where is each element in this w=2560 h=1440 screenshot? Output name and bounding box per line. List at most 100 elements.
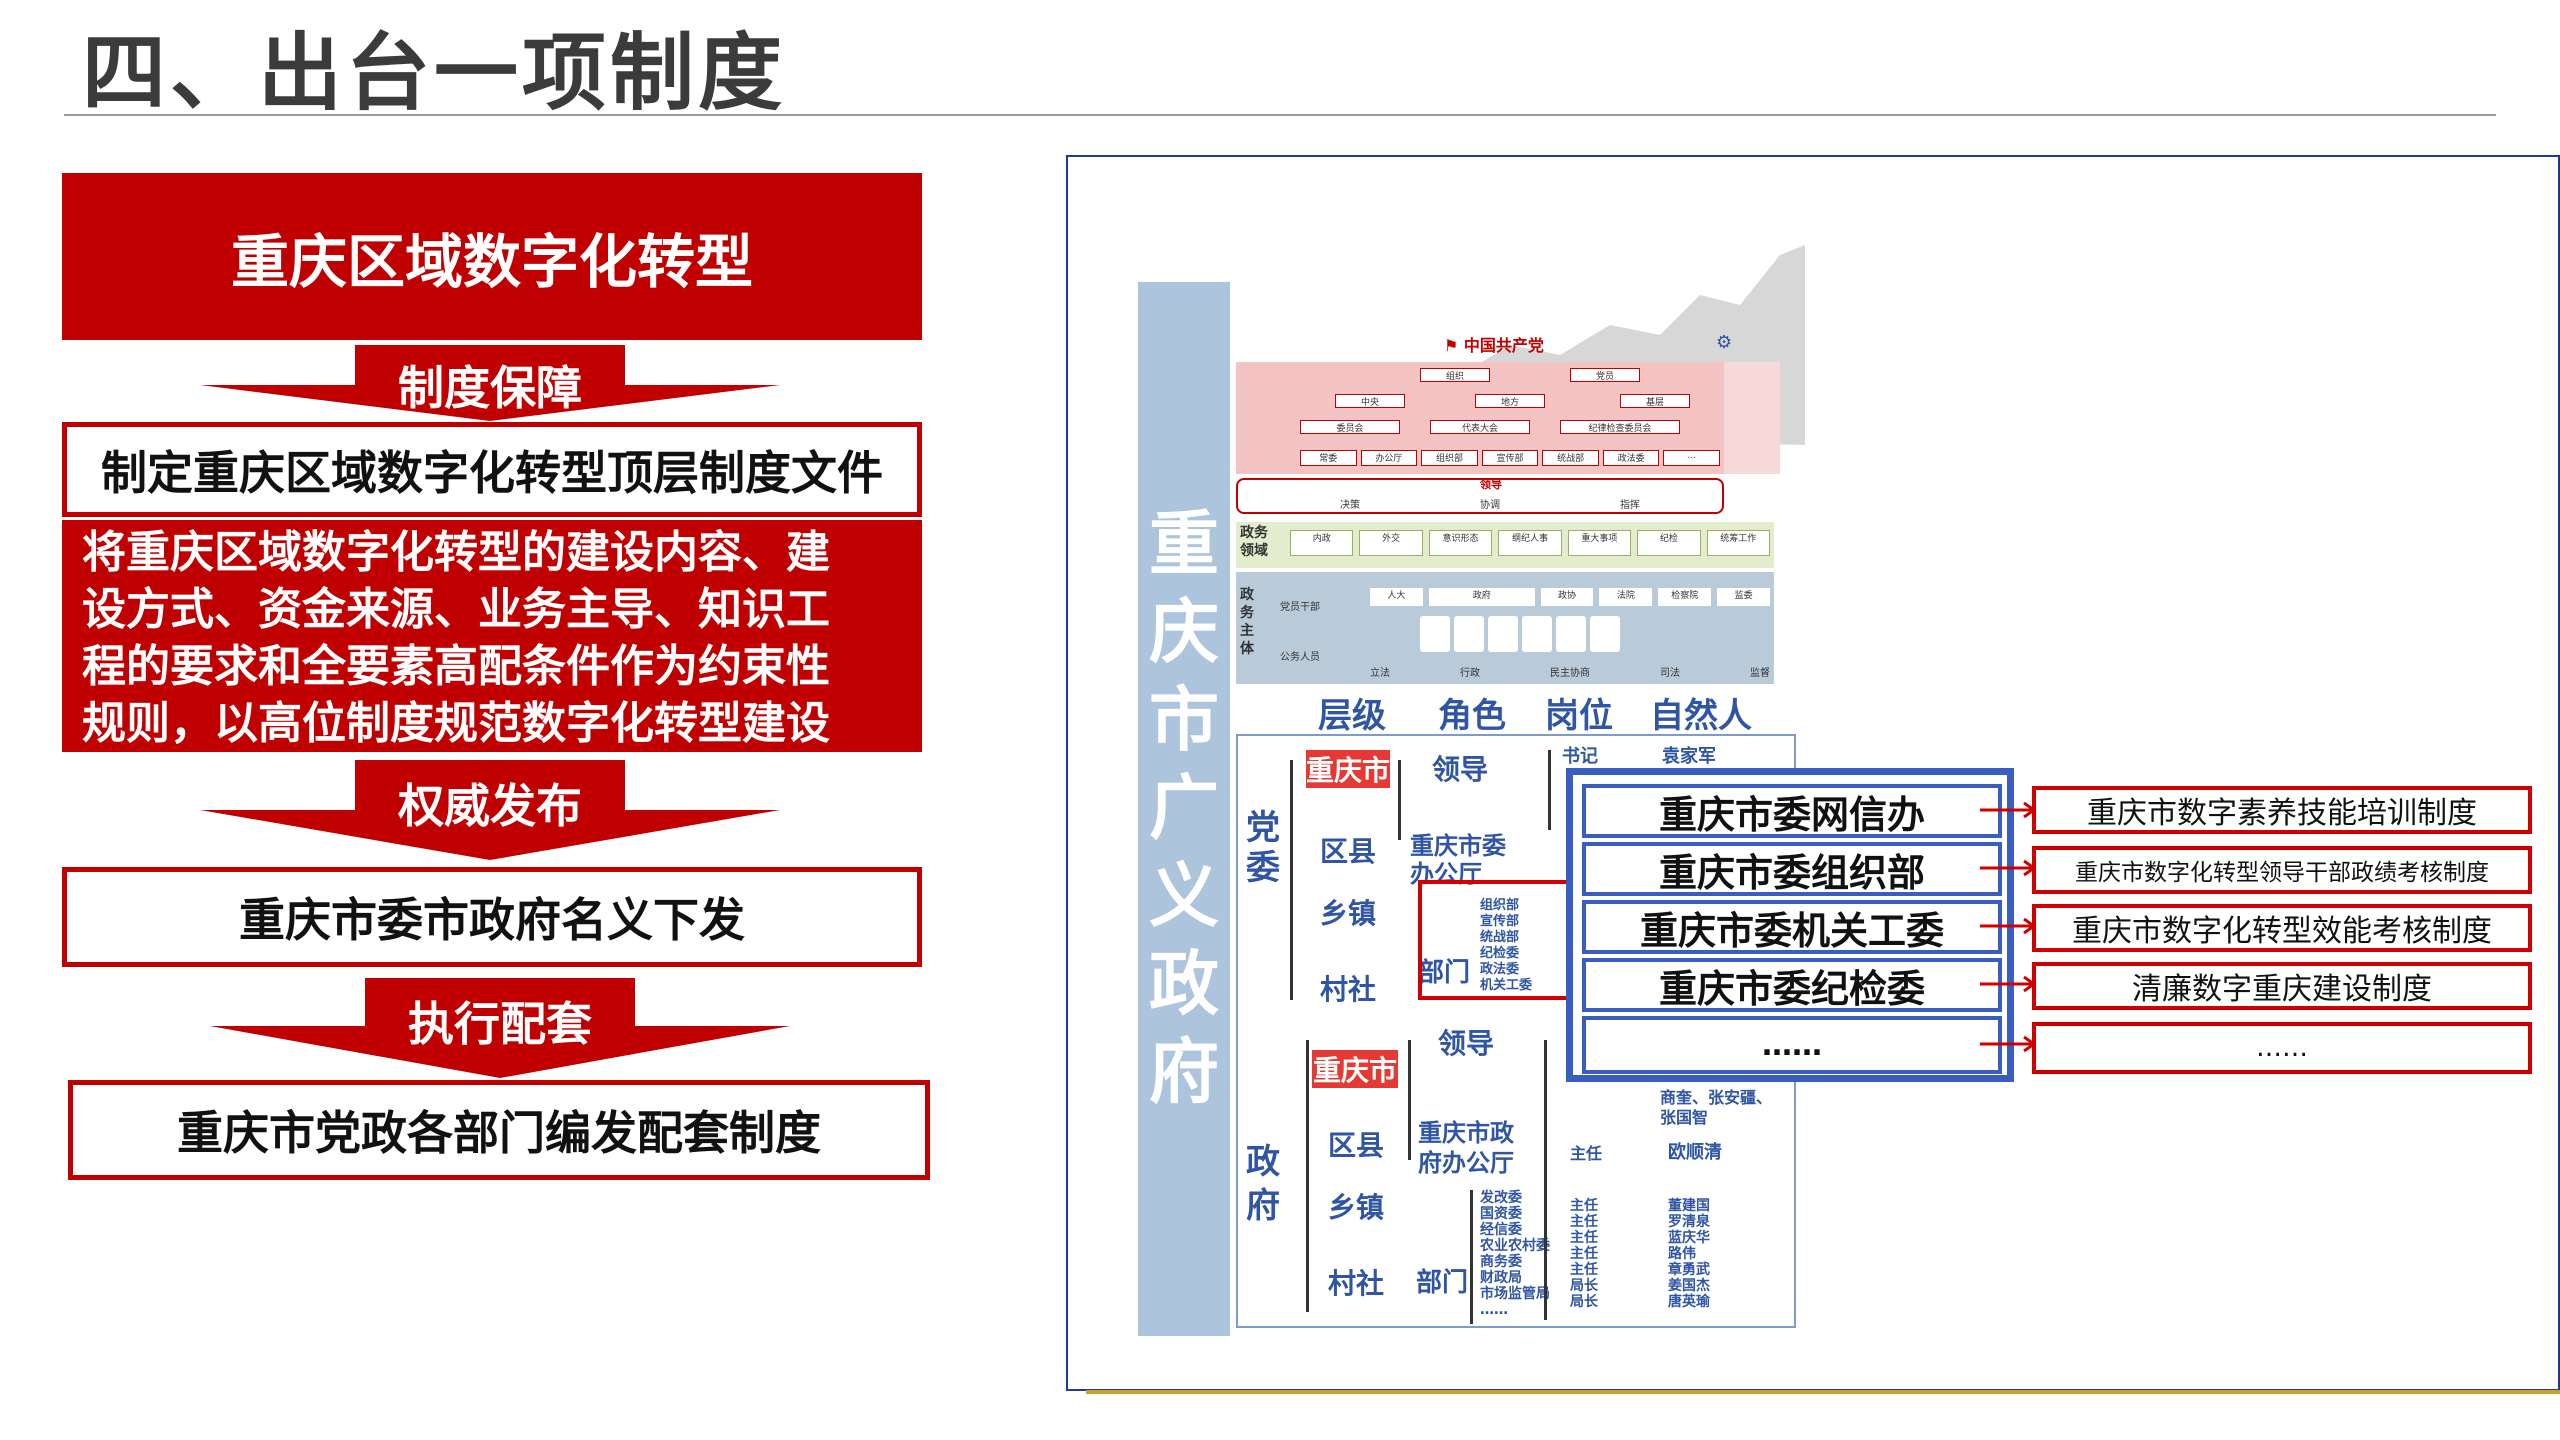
gov-dept-role: 部门 [1416,1268,1469,1298]
gov-subject-item: 检察院 [1658,588,1712,606]
gov-dept-bracket [1470,1190,1473,1324]
vertical-band [1138,282,1230,1336]
gov-subject-bottom-item: 行政 [1460,668,1480,679]
gov-level-city: 重庆市 [1312,1050,1398,1088]
gov-dept-post: 主任 [1570,1230,1598,1246]
arrow-down-2 [200,760,780,860]
col-header-post: 岗位 [1545,696,1613,736]
flag-icon: ⚑ [1444,336,1459,355]
callout-unit: 重庆市委组织部 [1582,842,2002,896]
banner: 重庆区域数字化转型 [62,173,922,340]
gov-subject-cells [1420,616,1620,652]
vt-char: 重 [1149,503,1219,585]
gov-field-item: 意识形态 [1428,530,1493,556]
org-node: 政法委 [1602,450,1660,466]
rule-box: 重庆市数字化转型效能考核制度 [2032,904,2532,952]
lead-item: 决策 [1340,500,1360,511]
col-header-person: 自然人 [1650,696,1752,736]
gov-dept: 国资委 [1480,1206,1522,1222]
org-node: 委员会 [1300,420,1400,434]
gov-field-item: 内政 [1290,530,1354,556]
gov-dept-post: 局长 [1570,1278,1598,1294]
top-level-doc-box: 制定重庆区域数字化转型顶层制度文件 [62,422,922,517]
org-node: 常委 [1300,450,1357,466]
party-dept: 宣传部 [1480,914,1520,929]
vt-char: 政 [1149,943,1219,1025]
gov-field-item: 重大事项 [1567,530,1632,556]
gov-office-role: 重庆市政府办公厅 [1418,1119,1514,1177]
org-node: 代表大会 [1430,420,1530,434]
party-dept-role: 部门 [1418,958,1471,988]
gov-office-post: 主任 [1570,1144,1603,1163]
gov-dept: 市场监管局 [1480,1286,1550,1302]
party-dept-list: 组织部 宣传部 统战部 纪检委 政法委 机关工委 [1480,898,1540,994]
vt-char: 义 [1149,855,1219,937]
party-dept: 纪检委 [1480,946,1520,961]
org-node: 地方 [1475,394,1545,408]
rule-box: 重庆市数字素养技能培训制度 [2032,786,2532,834]
party-level: 村社 [1320,973,1377,1006]
arrow-down-3 [210,978,790,1078]
gov-dept: 经信委 [1480,1222,1522,1238]
page-title: 四、出台一项制度 [82,24,787,122]
party-dept: 组织部 [1480,898,1520,913]
gov-dept-post: 主任 [1570,1262,1598,1278]
vt-char: 市 [1149,679,1219,761]
lead-row [1236,478,1724,514]
org-node: 组织部 [1421,450,1478,466]
gov-dept: 财政局 [1480,1270,1522,1286]
party-dept: 政法委 [1480,962,1520,977]
gov-dept: 农业农村委 [1480,1238,1550,1254]
org-node: 组织 [1420,368,1490,382]
desc-line: 规则，以高位制度规范数字化转型建设 [82,698,830,749]
vt-char: 广 [1149,767,1219,849]
gov-subject-item: 人大 [1370,588,1423,606]
party-post-bracket [1548,750,1551,830]
desc-line: 设方式、资金来源、业务主导、知识工 [82,584,830,635]
gov-role-bracket [1408,1040,1411,1160]
gov-dept-post: 主任 [1570,1214,1598,1230]
gov-level: 村社 [1328,1267,1385,1300]
rule-box: 清廉数字重庆建设制度 [2032,962,2532,1010]
party-lead-person: 袁家军 [1662,746,1716,767]
lead-item: 指挥 [1620,500,1640,511]
gov-field-label: 政务领域 [1240,525,1268,559]
gov-dept: …… [1480,1302,1508,1318]
arrow-label-3: 执行配套 [408,997,592,1051]
callout-unit: 重庆市委机关工委 [1582,900,2002,954]
gov-lead-role: 领导 [1438,1027,1495,1060]
col-header-role: 角色 [1438,696,1506,736]
party-lead-post: 书记 [1562,746,1598,767]
gov-dept: 商务委 [1480,1254,1522,1270]
publish-box: 重庆市委市政府名义下发 [62,867,922,967]
gov-post-bracket [1544,1040,1547,1320]
gov-field-item: 统筹工作 [1706,530,1770,556]
org-row4: 常委 办公厅 组织部 宣传部 统战部 政法委 … [1300,450,1721,466]
gov-dept-person: 唐英瑜 [1668,1294,1710,1310]
gov-level: 乡镇 [1328,1191,1385,1224]
lead-label: 领导 [1480,478,1502,491]
gov-subject-bottom-item: 民主协商 [1550,668,1590,679]
party-role-bracket [1398,760,1401,840]
gov-dept: 发改委 [1480,1190,1522,1206]
arrow-label-2: 权威发布 [398,779,582,833]
party-level: 乡镇 [1320,897,1377,930]
party-side-block [1724,362,1780,474]
gov-level: 区县 [1328,1129,1385,1162]
gov-subject-item: 政府 [1428,588,1535,606]
desc-line: 将重庆区域数字化转型的建设内容、建 [82,527,830,578]
col-header-level: 层级 [1318,696,1386,736]
gov-dept-post: 主任 [1570,1198,1598,1214]
gov-subject-label: 政务主体 [1240,587,1254,657]
arrow-label-1: 制度保障 [398,361,582,415]
party-bracket [1290,760,1293,1000]
gov-field-item: 纪检 [1637,530,1701,556]
org-node: 基层 [1620,394,1690,408]
gov-field-item: 纲纪人事 [1498,530,1562,556]
gov-dept-posts: 主任 主任 主任 主任 主任 局长 局长 [1570,1198,1620,1310]
gov-dept-person: 章勇武 [1668,1262,1710,1278]
gov-subject-item: 政协 [1540,588,1594,606]
lead-item: 协调 [1480,500,1500,511]
gov-field-items: 内政 外交 意识形态 纲纪人事 重大事项 纪检 统筹工作 [1290,530,1770,556]
org-node: 中央 [1335,394,1405,408]
